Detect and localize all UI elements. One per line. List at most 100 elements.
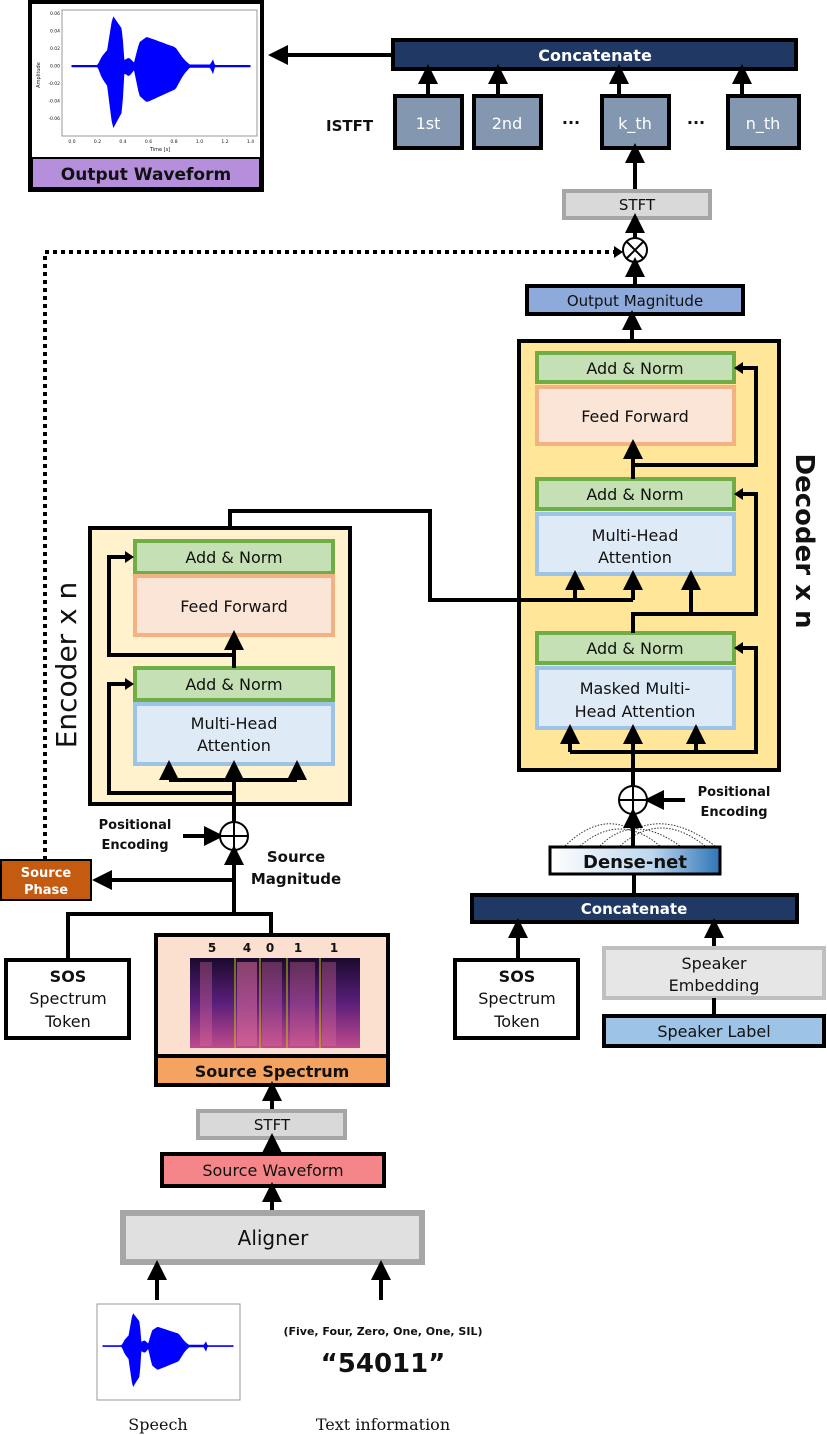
svg-text:Speaker: Speaker (681, 954, 747, 973)
decoder-concatenate: Concatenate (470, 893, 799, 924)
speaker-embedding-block: Speaker Embedding (602, 946, 826, 1000)
spectrum-energy-band (322, 962, 336, 1046)
output-plot-xtick: 0.0 (68, 139, 75, 145)
decoder-add-norm-3: Add & Norm (586, 639, 683, 658)
dense-connections (564, 823, 716, 847)
decoder-add-norm-2: Add & Norm (586, 485, 683, 504)
encoder-mha-line2: Attention (197, 736, 271, 755)
encoder-add-norm-2: Add & Norm (185, 675, 282, 694)
istft-frame-kth: k_th (600, 94, 671, 150)
svg-text:Magnitude: Magnitude (251, 870, 341, 888)
speech-caption: Speech (128, 1415, 187, 1434)
spectrum-digit: 1 (330, 941, 338, 955)
speech-input-plot: Speech (96, 1303, 241, 1434)
phase-arrowhead (614, 246, 623, 258)
svg-text:Token: Token (44, 1012, 91, 1031)
decoder-mha-line2: Attention (598, 548, 672, 567)
svg-text:Spectrum: Spectrum (29, 989, 107, 1008)
output-waveform-plot: 0.06 0.04 0.02 0.00 -0.02 -0.04 -0.06 0.0 0.2 0.… (36, 9, 258, 153)
istft-ellipsis-2: ··· (687, 113, 705, 132)
spectrogram-image (190, 958, 360, 1048)
output-magnitude-label: Output Magnitude (567, 292, 703, 310)
spectrum-digit: 0 (266, 941, 274, 955)
output-plot-ylabel: Amplitude (36, 62, 42, 88)
istft-label: ISTFT (326, 117, 374, 135)
top-stft-label: STFT (619, 196, 656, 214)
spectrum-digit: 5 (208, 941, 216, 955)
decoder-masked-line1: Masked Multi- (580, 679, 691, 698)
spectrum-energy-band (290, 962, 315, 1046)
svg-text:SOS: SOS (50, 967, 87, 986)
text-words: (Five, Four, Zero, One, One, SIL) (283, 1325, 482, 1338)
aligner-label: Aligner (238, 1226, 309, 1250)
output-plot-ytick: 0.04 (50, 29, 60, 35)
output-plot-ytick: 0.00 (50, 64, 60, 70)
source-spectrum-label: Source Spectrum (195, 1062, 350, 1081)
output-plot-xtick: 0.2 (94, 139, 101, 145)
istft-concatenate-label: Concatenate (538, 46, 652, 65)
encoder-title: Encoder x n (50, 582, 83, 749)
output-waveform-trace (71, 16, 251, 129)
svg-text:Phase: Phase (24, 883, 68, 898)
svg-text:1st: 1st (416, 114, 441, 133)
encoder-add-operator-icon (219, 821, 249, 851)
output-waveform-block: 0.06 0.04 0.02 0.00 -0.02 -0.04 -0.06 0.0 0.2 0.… (28, 0, 264, 192)
encoder-stack: Encoder x n Add & Norm Feed Forward Add … (50, 526, 352, 825)
output-magnitude-block: Output Magnitude (525, 284, 745, 316)
svg-text:Positional: Positional (698, 785, 771, 800)
istft-ellipsis-1: ··· (562, 113, 580, 132)
decoder-residual-3 (631, 646, 758, 785)
decoder-residual-1 (633, 366, 758, 467)
istft-frame-1st: 1st (393, 94, 464, 150)
svg-text:Token: Token (493, 1012, 540, 1031)
output-plot-ytick: -0.02 (48, 81, 60, 87)
spectrum-energy-band (262, 962, 282, 1046)
aligner-block: Aligner (120, 1210, 425, 1265)
svg-text:Encoding: Encoding (101, 838, 168, 853)
sos-token-right: SOS Spectrum Token (453, 958, 580, 1040)
spectrum-energy-band (237, 962, 257, 1046)
svg-text:Source: Source (267, 848, 325, 866)
decoder-stack: Decoder x n Add & Norm Feed Forward Add … (517, 339, 819, 785)
output-plot-ytick: -0.04 (48, 99, 60, 105)
svg-text:Source: Source (21, 866, 72, 881)
decoder-mha-line1: Multi-Head (592, 526, 679, 545)
multiply-operator-icon (622, 237, 648, 263)
svg-text:2nd: 2nd (492, 114, 522, 133)
encoder-input-merge (66, 912, 273, 960)
output-plot-xtick: 0.8 (170, 139, 177, 145)
output-plot-xtick: 0.4 (119, 139, 126, 145)
speaker-label-block: Speaker Label (602, 1014, 826, 1048)
decoder-residual-2 (631, 492, 758, 633)
source-waveform-block: Source Waveform (160, 1152, 386, 1188)
bottom-stft-block: STFT (196, 1109, 347, 1140)
source-phase-dotted-path (43, 250, 616, 860)
source-waveform-label: Source Waveform (202, 1161, 343, 1180)
output-plot-ytick: 0.06 (50, 11, 60, 17)
output-waveform-label: Output Waveform (61, 165, 231, 185)
istft-frame-nth: n_th (726, 94, 801, 150)
istft-concatenate: Concatenate (391, 38, 798, 71)
encoder-residual-2 (107, 682, 234, 795)
output-plot-xtick: 1.2 (221, 139, 228, 145)
spectrum-digit: 1 (294, 941, 302, 955)
decoder-concatenate-label: Concatenate (581, 900, 688, 918)
encoder-residual-1 (107, 555, 234, 657)
svg-text:n_th: n_th (746, 114, 781, 134)
decoder-add-norm-1: Add & Norm (586, 359, 683, 378)
output-plot-ytick: 0.02 (50, 46, 60, 52)
svg-text:Spectrum: Spectrum (478, 989, 556, 1008)
output-plot-ytick: -0.06 (48, 116, 60, 122)
top-stft-block: STFT (562, 189, 712, 220)
encoder-add-norm-1: Add & Norm (185, 548, 282, 567)
spectrum-energy-band (200, 962, 212, 1046)
svg-text:Embedding: Embedding (669, 976, 760, 995)
bottom-stft-label: STFT (254, 1116, 291, 1134)
spectrum-digit: 4 (243, 941, 251, 955)
source-magnitude-label: Source Magnitude (251, 848, 341, 888)
dense-net-label: Dense-net (583, 852, 687, 873)
svg-text:Positional: Positional (99, 818, 172, 833)
encoder-positional-encoding: Positional Encoding (99, 818, 172, 853)
text-digits: “54011” (321, 1349, 446, 1379)
